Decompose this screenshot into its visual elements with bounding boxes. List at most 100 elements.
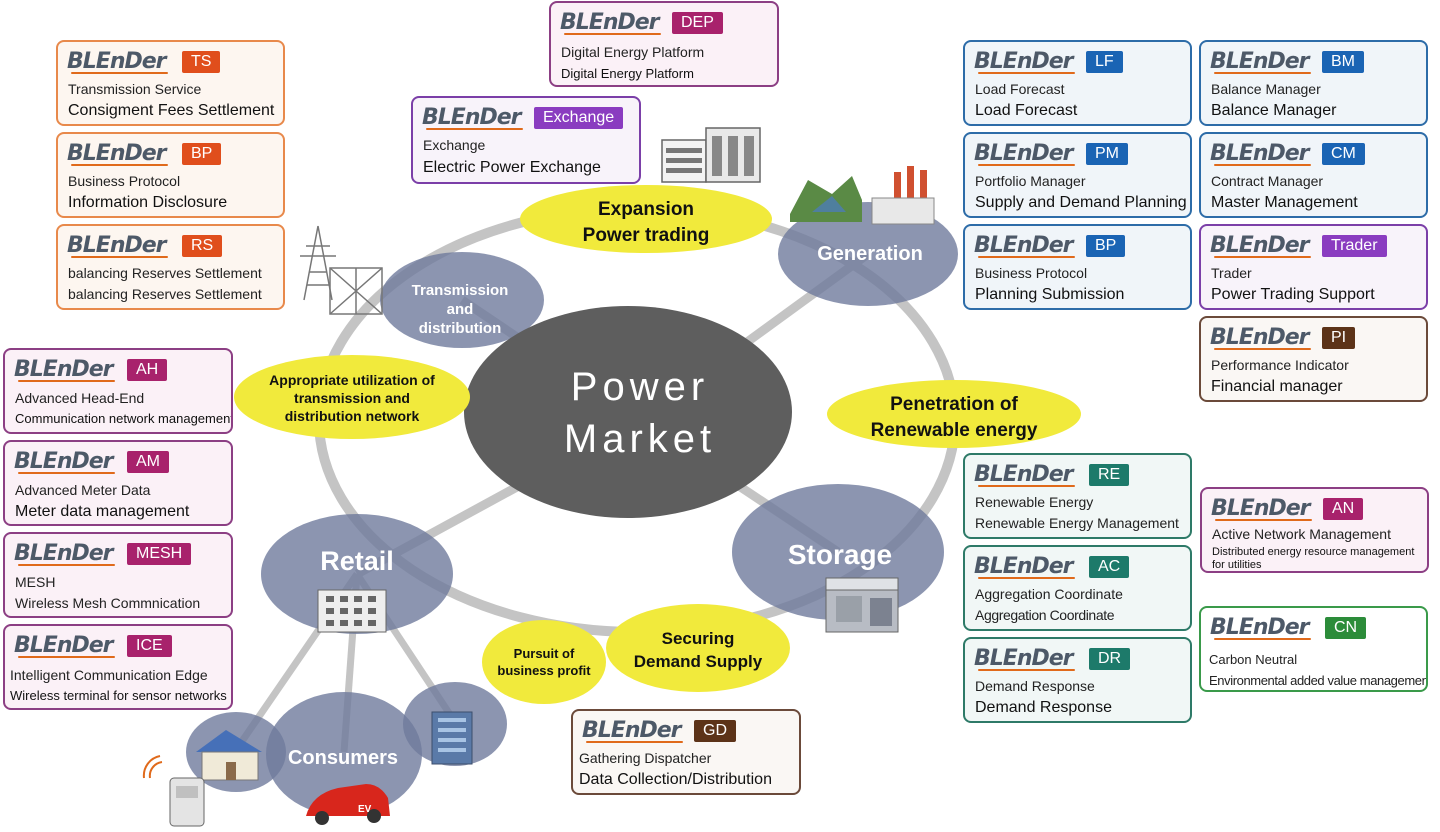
module-name: Exchange	[423, 137, 486, 153]
consumers-node	[266, 692, 422, 816]
module-badge: MESH	[127, 543, 192, 565]
blender-logo: BLEnDer	[1210, 141, 1311, 166]
card-re[interactable]: BLEnDer RE Renewable Energy Renewable En…	[963, 453, 1192, 539]
module-function: Demand Response	[975, 699, 1112, 716]
module-badge: TS	[182, 51, 221, 73]
module-badge: PI	[1322, 327, 1356, 349]
transmission-label-3: distribution	[419, 320, 502, 337]
module-badge: CN	[1325, 617, 1367, 639]
transmission-tower-icon	[300, 225, 383, 315]
goal-profit-line1: Pursuit of	[514, 646, 575, 661]
module-function: Digital Energy Platform	[561, 66, 694, 81]
goal-penetration-line2: Renewable energy	[871, 420, 1038, 441]
card-cn[interactable]: BLEnDer CN Carbon Neutral Environmental …	[1199, 606, 1428, 692]
module-badge: AN	[1323, 498, 1364, 520]
blender-logo: BLEnDer	[67, 49, 168, 74]
module-badge: LF	[1086, 51, 1123, 73]
module-badge: RE	[1089, 464, 1130, 486]
card-pm[interactable]: BLEnDer PM Portfolio Manager Supply and …	[963, 132, 1192, 218]
blender-logo: BLEnDer	[1210, 49, 1311, 74]
card-gd[interactable]: BLEnDer GD Gathering Dispatcher Data Col…	[571, 709, 801, 795]
card-dep[interactable]: BLEnDer DEP Digital Energy Platform Digi…	[549, 1, 779, 87]
generation-label: Generation	[817, 243, 923, 265]
blender-logo: BLEnDer	[422, 105, 523, 130]
storage-label: Storage	[788, 539, 892, 570]
module-function: Wireless terminal for sensor networks	[10, 688, 227, 703]
house-solar-icon	[196, 730, 262, 781]
card-trader[interactable]: BLEnDer Trader Trader Power Trading Supp…	[1199, 224, 1428, 310]
module-function: Supply and Demand Planning	[975, 194, 1187, 211]
module-badge: Exchange	[534, 107, 624, 129]
module-badge: ICE	[127, 635, 172, 657]
module-name: Gathering Dispatcher	[579, 750, 712, 766]
card-pi[interactable]: BLEnDer PI Performance Indicator Financi…	[1199, 316, 1428, 402]
blender-logo: BLEnDer	[67, 233, 168, 258]
blender-logo: BLEnDer	[974, 141, 1075, 166]
smart-meter-icon	[142, 755, 205, 827]
transmission-label-2: and	[447, 301, 474, 318]
blender-logo: BLEnDer	[14, 449, 115, 474]
module-function: Financial manager	[1211, 378, 1343, 395]
card-an[interactable]: BLEnDer AN Active Network Management Dis…	[1200, 487, 1429, 573]
card-ah[interactable]: BLEnDer AH Advanced Head-End Communicati…	[3, 348, 233, 434]
power-market-hub	[464, 306, 792, 518]
module-badge: BP	[182, 143, 222, 165]
card-am[interactable]: BLEnDer AM Advanced Meter Data Meter dat…	[3, 440, 233, 526]
blender-logo: BLEnDer	[14, 541, 115, 566]
blender-logo: BLEnDer	[560, 10, 661, 35]
module-function: Meter data management	[15, 503, 190, 520]
module-function: Electric Power Exchange	[423, 159, 601, 176]
module-name: MESH	[15, 574, 56, 590]
module-function: balancing Reserves Settlement	[68, 286, 262, 302]
hub-title-line1: Power	[571, 365, 709, 409]
card-cm[interactable]: BLEnDer CM Contract Manager Master Manag…	[1199, 132, 1428, 218]
goal-securing-line2: Demand Supply	[634, 652, 763, 671]
module-function: Master Management	[1211, 194, 1358, 211]
card-lf[interactable]: BLEnDer LF Load Forecast Load Forecast	[963, 40, 1192, 126]
module-badge: DR	[1089, 648, 1131, 670]
goal-expansion-line2: Power trading	[583, 225, 710, 246]
card-dr[interactable]: BLEnDer DR Demand Response Demand Respon…	[963, 637, 1192, 723]
goal-securing-line1: Securing	[662, 629, 735, 648]
module-name: Carbon Neutral	[1209, 652, 1298, 667]
card-ts[interactable]: BLEnDer TS Transmission Service Consigme…	[56, 40, 285, 126]
retail-node	[261, 514, 453, 634]
goal-appropriate-line3: distribution network	[285, 408, 420, 424]
module-name: Aggregation Coordinate	[975, 586, 1123, 602]
module-name: Performance Indicator	[1211, 357, 1349, 373]
retail-building-icon	[317, 589, 387, 633]
module-name: Business Protocol	[68, 173, 181, 189]
card-bp-left[interactable]: BLEnDer BP Business Protocol Information…	[56, 132, 285, 218]
blender-logo: BLEnDer	[974, 646, 1075, 671]
retail-label: Retail	[320, 546, 394, 576]
card-exchange[interactable]: BLEnDer Exchange Exchange Electric Power…	[411, 96, 641, 184]
blender-logo: BLEnDer	[14, 633, 115, 658]
goal-expansion: Expansion Power trading	[520, 185, 772, 253]
blender-logo: BLEnDer	[582, 718, 683, 743]
module-name: Renewable Energy	[975, 494, 1094, 510]
module-badge: Trader	[1322, 235, 1387, 257]
card-ac[interactable]: BLEnDer AC Aggregation Coordinate Aggreg…	[963, 545, 1192, 631]
card-bm[interactable]: BLEnDer BM Balance Manager Balance Manag…	[1199, 40, 1428, 126]
module-name: Digital Energy Platform	[561, 44, 705, 60]
transmission-label-1: Transmission	[412, 282, 509, 299]
generation-node	[778, 202, 958, 306]
module-name: Portfolio Manager	[975, 173, 1086, 189]
card-rs[interactable]: BLEnDer RS balancing Reserves Settlement…	[56, 224, 285, 310]
transmission-node	[380, 252, 544, 348]
blender-logo: BLEnDer	[67, 141, 168, 166]
module-function: Aggregation Coordinate	[975, 607, 1115, 623]
module-function: Planning Submission	[975, 286, 1125, 303]
goal-penetration: Penetration of Renewable energy	[827, 380, 1081, 448]
power-plant-icon	[790, 166, 935, 225]
blender-logo: BLEnDer	[974, 462, 1075, 487]
module-name: Intelligent Communication Edge	[10, 667, 208, 683]
module-function: Load Forecast	[975, 102, 1078, 119]
card-bp-right[interactable]: BLEnDer BP Business Protocol Planning Su…	[963, 224, 1192, 310]
goal-penetration-line1: Penetration of	[890, 394, 1018, 415]
card-mesh[interactable]: BLEnDer MESH MESH Wireless Mesh Commnica…	[3, 532, 233, 618]
card-ice[interactable]: BLEnDer ICE Intelligent Communication Ed…	[3, 624, 233, 710]
blender-logo: BLEnDer	[974, 233, 1075, 258]
goal-profit-line2: business profit	[497, 663, 591, 678]
